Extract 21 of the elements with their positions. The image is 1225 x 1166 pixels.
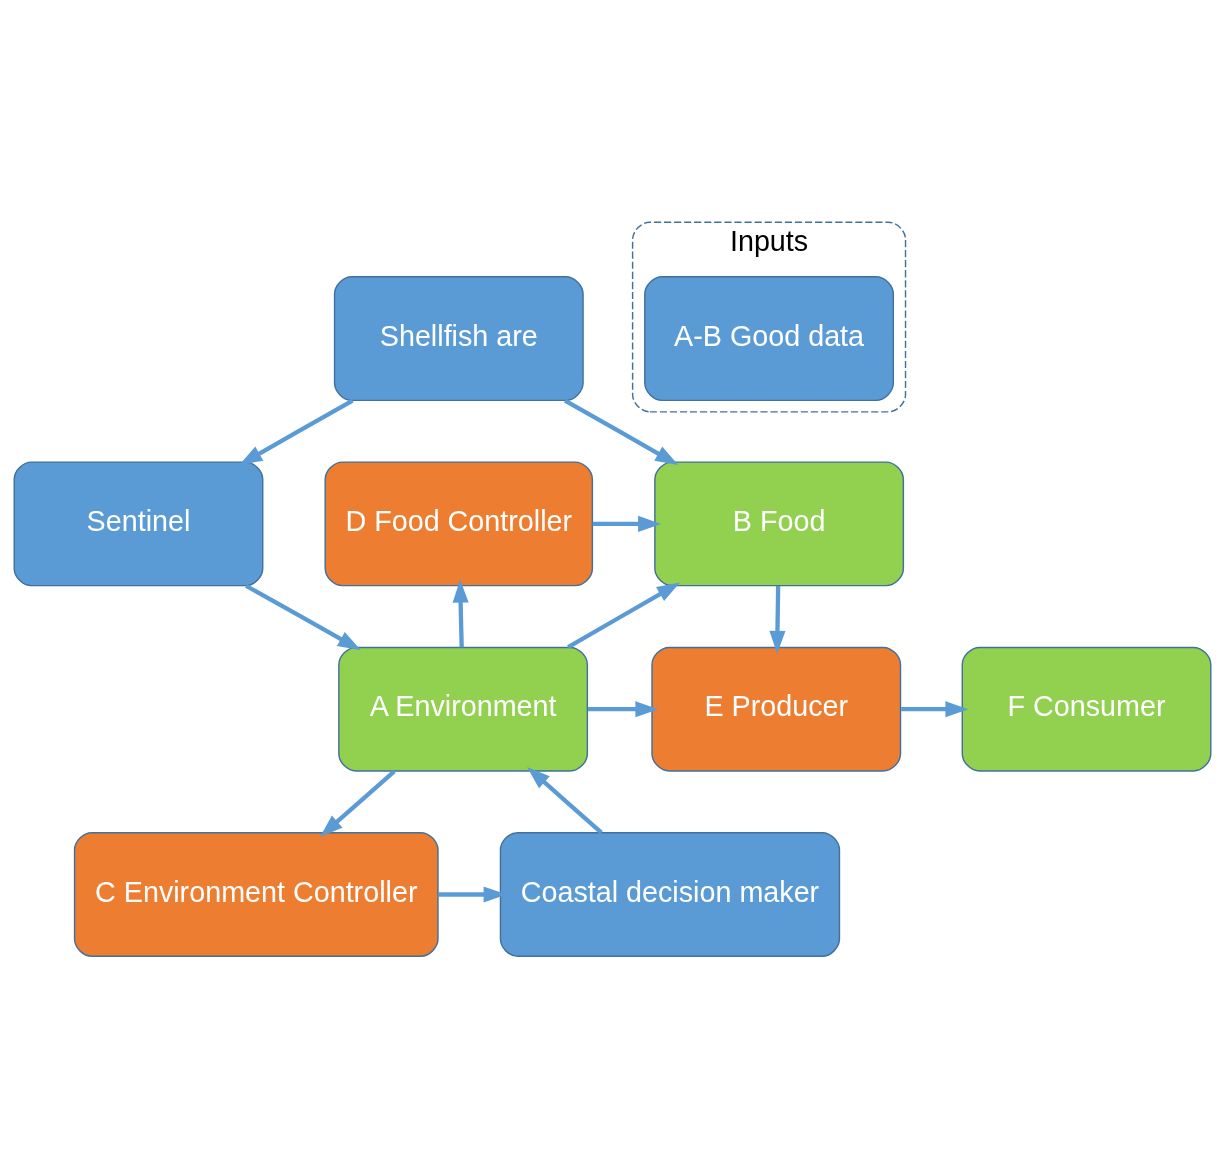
node-box: D Food Controller: [324, 460, 594, 586]
arrow: [239, 398, 354, 465]
arrow: [563, 398, 679, 465]
arrow: [592, 515, 662, 532]
arrow: [769, 585, 786, 654]
arrow: [319, 769, 396, 837]
arrow: [901, 700, 969, 717]
arrow: [567, 582, 680, 649]
node-box: Coastal decision maker: [499, 831, 841, 957]
node-box: F Consumer: [961, 646, 1212, 772]
arrow: [452, 579, 469, 647]
node-box: Sentinel: [13, 460, 264, 586]
node-box: B Food: [654, 460, 905, 586]
arrow: [587, 700, 659, 717]
node-box: C Environment Controller: [73, 831, 439, 957]
node-box: A Environment: [338, 646, 589, 772]
node-box: Shellfish are: [333, 275, 584, 401]
node-box: A-B Good data: [644, 275, 895, 401]
arrow: [527, 766, 603, 834]
arrow: [245, 583, 361, 650]
node-box: E Producer: [651, 646, 902, 772]
